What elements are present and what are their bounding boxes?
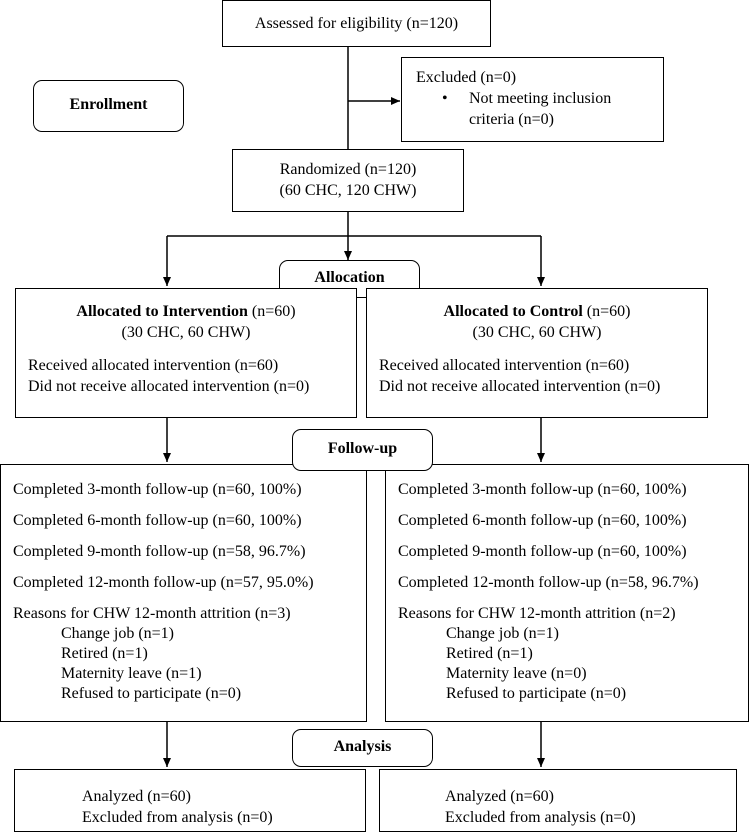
intervention-received: Received allocated intervention (n=60) <box>28 357 279 374</box>
intervention-analysis-excluded: Excluded from analysis (n=0) <box>82 809 273 826</box>
control-received: Received allocated intervention (n=60) <box>379 357 630 374</box>
randomized-box: Randomized (n=120) (60 CHC, 120 CHW) <box>232 149 464 212</box>
intervention-analysis-box: Analyzed (n=60) Excluded from analysis (… <box>14 769 366 832</box>
control-attrition-reason: Retired (n=1) <box>446 645 533 662</box>
intervention-followup-12m: Completed 12-month follow-up (n=57, 95.0… <box>13 574 314 591</box>
intervention-attrition-reason: Maternity leave (n=1) <box>61 665 202 682</box>
intervention-allocation-title: Allocated to Intervention (n=60) <box>28 301 356 322</box>
control-followup-12m: Completed 12-month follow-up (n=58, 96.7… <box>398 574 699 591</box>
control-followup-6m: Completed 6-month follow-up (n=60, 100%) <box>398 512 687 529</box>
control-attrition-reason: Maternity leave (n=0) <box>446 665 587 682</box>
intervention-followup-box: Completed 3-month follow-up (n=60, 100%)… <box>0 464 367 722</box>
enrollment-stage-label: Enrollment <box>33 80 184 132</box>
excluded-reason-line2: criteria (n=0) <box>469 111 554 128</box>
assessed-box: Assessed for eligibility (n=120) <box>222 0 491 47</box>
control-allocation-sub: (30 CHC, 60 CHW) <box>472 324 602 341</box>
control-followup-9m: Completed 9-month follow-up (n=60, 100%) <box>398 543 687 560</box>
control-analysis-box: Analyzed (n=60) Excluded from analysis (… <box>379 769 737 832</box>
bullet-icon: • <box>442 90 448 107</box>
control-allocation-title: Allocated to Control (n=60) <box>379 301 707 322</box>
control-attrition-reason: Change job (n=1) <box>446 625 559 642</box>
assessed-text: Assessed for eligibility (n=120) <box>254 15 459 32</box>
excluded-box: Excluded (n=0) • Not meeting inclusion c… <box>401 57 664 142</box>
intervention-analyzed: Analyzed (n=60) <box>82 788 191 805</box>
control-analyzed: Analyzed (n=60) <box>445 788 554 805</box>
intervention-title-count: (n=60) <box>247 303 296 320</box>
control-allocation-box: Allocated to Control (n=60) (30 CHC, 60 … <box>366 288 708 418</box>
control-followup-box: Completed 3-month follow-up (n=60, 100%)… <box>385 464 749 722</box>
excluded-reason-line1: Not meeting inclusion <box>469 90 612 107</box>
intervention-attrition-reason: Change job (n=1) <box>61 625 174 642</box>
intervention-followup-3m: Completed 3-month follow-up (n=60, 100%) <box>13 481 302 498</box>
excluded-title: Excluded (n=0) <box>416 69 517 86</box>
control-title-bold: Allocated to Control <box>443 303 583 320</box>
intervention-title-bold: Allocated to Intervention <box>76 303 248 320</box>
control-title-count: (n=60) <box>582 303 631 320</box>
control-not-received: Did not receive allocated intervention (… <box>379 378 661 395</box>
analysis-stage-label: Analysis <box>292 729 433 767</box>
intervention-followup-6m: Completed 6-month follow-up (n=60, 100%) <box>13 512 302 529</box>
intervention-not-received: Did not receive allocated intervention (… <box>28 378 310 395</box>
randomized-line1: Randomized (n=120) <box>279 161 417 178</box>
intervention-attrition-reason: Retired (n=1) <box>61 645 148 662</box>
control-analysis-excluded: Excluded from analysis (n=0) <box>445 809 636 826</box>
control-attrition-reason: Refused to participate (n=0) <box>446 685 627 702</box>
intervention-attrition-reason: Refused to participate (n=0) <box>61 685 242 702</box>
excluded-bullet-item: • Not meeting inclusion criteria (n=0) <box>416 88 663 130</box>
control-followup-3m: Completed 3-month follow-up (n=60, 100%) <box>398 481 687 498</box>
control-attrition-title: Reasons for CHW 12-month attrition (n=2) <box>398 605 676 622</box>
intervention-attrition-title: Reasons for CHW 12-month attrition (n=3) <box>13 605 291 622</box>
intervention-followup-9m: Completed 9-month follow-up (n=58, 96.7%… <box>13 543 306 560</box>
intervention-allocation-sub: (30 CHC, 60 CHW) <box>121 324 251 341</box>
followup-stage-label: Follow-up <box>292 429 433 471</box>
intervention-allocation-box: Allocated to Intervention (n=60) (30 CHC… <box>15 288 357 418</box>
randomized-line2: (60 CHC, 120 CHW) <box>279 182 417 199</box>
